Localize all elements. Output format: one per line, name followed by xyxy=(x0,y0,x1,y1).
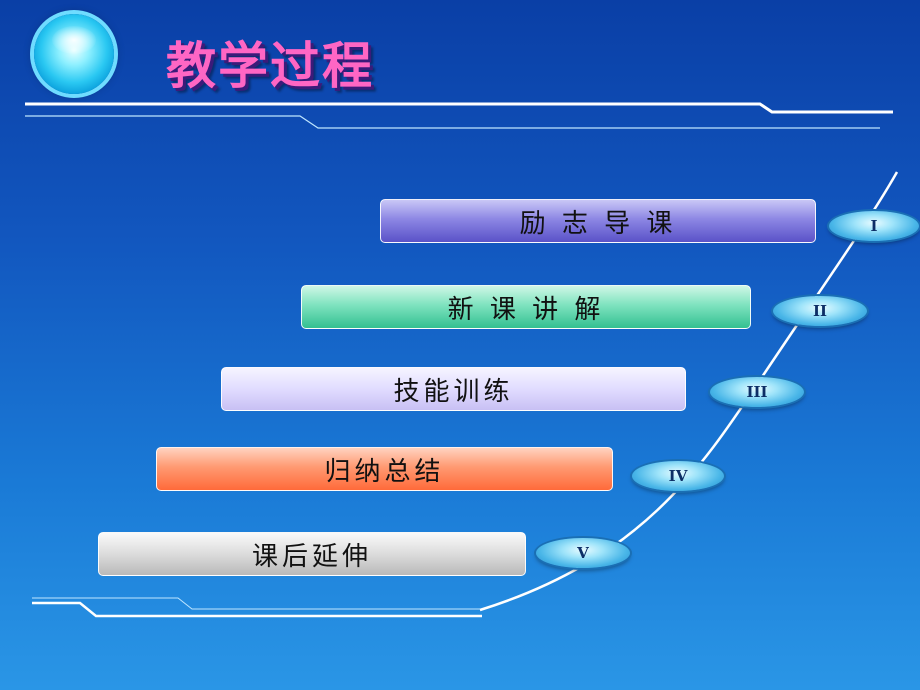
top-line xyxy=(25,102,893,114)
step-bar-2[interactable]: 新 课 讲 解 xyxy=(301,285,751,329)
step-bar-5[interactable]: 课后延伸 xyxy=(98,532,526,576)
step-badge-4: IV xyxy=(632,461,724,491)
step-bar-3[interactable]: 技能训练 xyxy=(221,367,686,411)
step-badge-5: V xyxy=(536,538,630,568)
bottom-line-thin xyxy=(32,597,480,610)
step-badge-3: III xyxy=(710,377,804,407)
step-bar-1[interactable]: 励 志 导 课 xyxy=(380,199,816,243)
logo-orb-icon xyxy=(34,14,114,94)
bottom-line xyxy=(32,601,482,618)
page-title: 教学过程 xyxy=(166,37,374,95)
top-line-thin xyxy=(25,115,880,129)
step-badge-2: II xyxy=(773,296,867,326)
step-bar-4[interactable]: 归纳总结 xyxy=(156,447,613,491)
step-badge-1: I xyxy=(829,211,919,241)
